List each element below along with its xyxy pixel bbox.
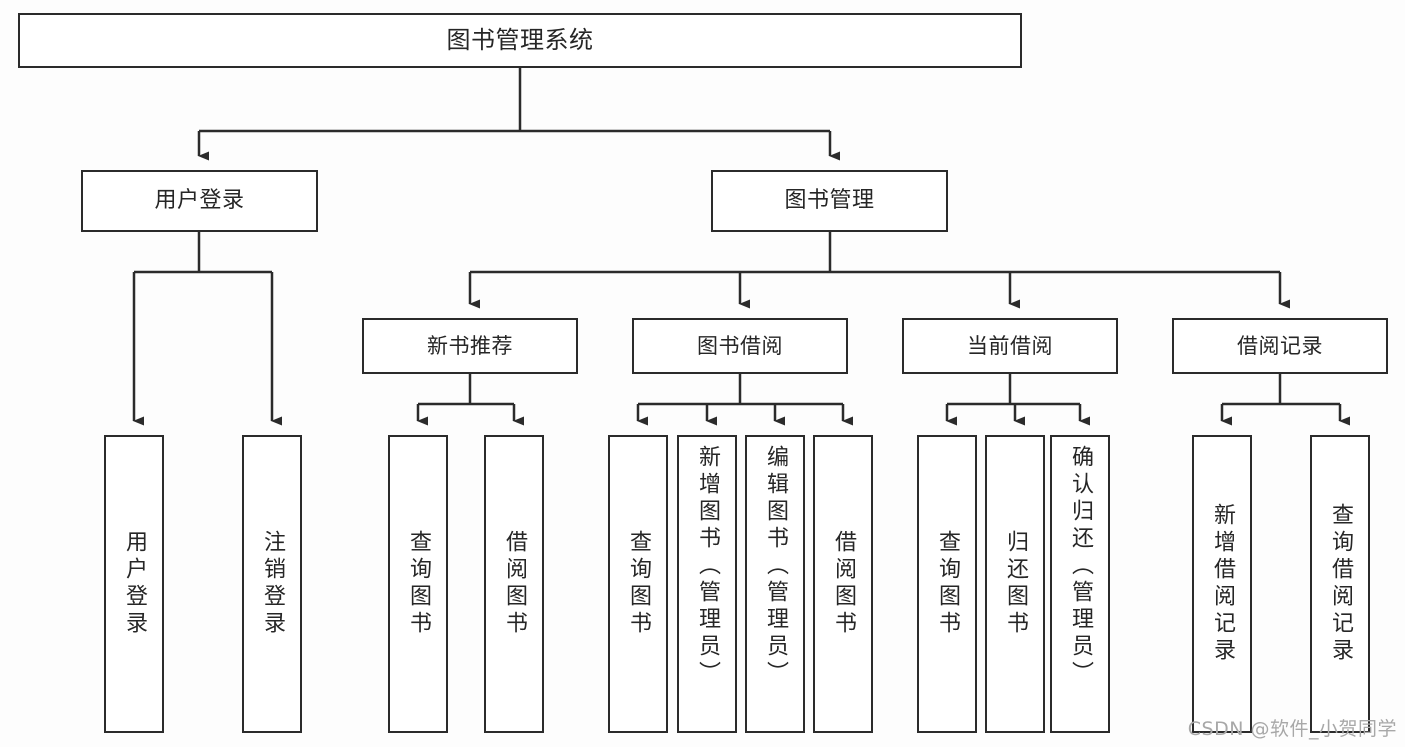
leaf-logout-login[interactable]: 注销登录 <box>242 435 302 733</box>
node-new-book-recommend[interactable]: 新书推荐 <box>362 318 578 374</box>
leaf-query-book-current-label: 查询图书 <box>935 530 960 638</box>
leaf-edit-book-admin-label: 编辑图书（管理员） <box>763 445 788 688</box>
node-book-borrow-label: 图书借阅 <box>697 333 783 358</box>
node-root-label: 图书管理系统 <box>446 25 594 54</box>
leaf-borrow-book[interactable]: 借阅图书 <box>813 435 873 733</box>
leaf-return-book[interactable]: 归还图书 <box>985 435 1045 733</box>
node-root-system[interactable]: 图书管理系统 <box>18 13 1022 68</box>
leaf-query-book-recommend[interactable]: 查询图书 <box>388 435 448 733</box>
leaf-edit-book-admin[interactable]: 编辑图书（管理员） <box>745 435 805 733</box>
node-book-manage[interactable]: 图书管理 <box>711 170 948 232</box>
node-book-manage-label: 图书管理 <box>784 188 875 214</box>
leaf-query-book-borrow-label: 查询图书 <box>626 530 651 638</box>
leaf-add-borrow-record[interactable]: 新增借阅记录 <box>1192 435 1252 733</box>
leaf-query-book-current[interactable]: 查询图书 <box>917 435 977 733</box>
leaf-query-borrow-record[interactable]: 查询借阅记录 <box>1310 435 1370 733</box>
leaf-logout-login-label: 注销登录 <box>260 530 285 638</box>
node-current-borrow-label: 当前借阅 <box>967 333 1053 358</box>
node-new-book-recommend-label: 新书推荐 <box>427 333 513 358</box>
leaf-user-login-label: 用户登录 <box>122 530 147 638</box>
leaf-add-borrow-record-label: 新增借阅记录 <box>1210 503 1235 665</box>
leaf-confirm-return-admin-label: 确认归还（管理员） <box>1068 445 1093 688</box>
node-borrow-record[interactable]: 借阅记录 <box>1172 318 1388 374</box>
leaf-confirm-return-admin[interactable]: 确认归还（管理员） <box>1050 435 1110 733</box>
leaf-query-borrow-record-label: 查询借阅记录 <box>1328 503 1353 665</box>
leaf-return-book-label: 归还图书 <box>1003 530 1028 638</box>
leaf-add-book-admin[interactable]: 新增图书（管理员） <box>677 435 737 733</box>
node-user-login[interactable]: 用户登录 <box>81 170 318 232</box>
leaf-user-login[interactable]: 用户登录 <box>104 435 164 733</box>
leaf-add-book-admin-label: 新增图书（管理员） <box>695 445 720 688</box>
node-current-borrow[interactable]: 当前借阅 <box>902 318 1118 374</box>
node-book-borrow[interactable]: 图书借阅 <box>632 318 848 374</box>
leaf-query-book-borrow[interactable]: 查询图书 <box>608 435 668 733</box>
leaf-borrow-book-recommend-label: 借阅图书 <box>502 530 527 638</box>
node-user-login-label: 用户登录 <box>154 188 245 214</box>
node-borrow-record-label: 借阅记录 <box>1237 333 1323 358</box>
leaf-borrow-book-label: 借阅图书 <box>831 530 856 638</box>
leaf-borrow-book-recommend[interactable]: 借阅图书 <box>484 435 544 733</box>
leaf-query-book-recommend-label: 查询图书 <box>406 530 431 638</box>
